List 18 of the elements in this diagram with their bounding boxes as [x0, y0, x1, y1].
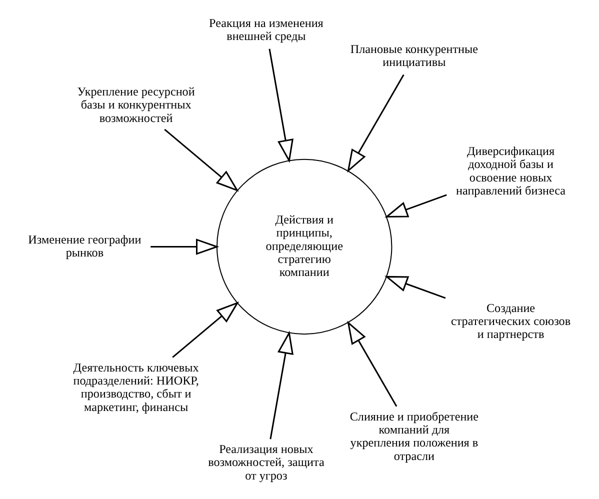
arrow — [164, 128, 239, 192]
node-text: Диверсификация доходной базы и освоение новых направлений бизнеса — [456, 144, 566, 198]
node-text: Изменение географии рынков — [28, 232, 142, 260]
node-text: Плановые конкурентные инициативы — [350, 42, 478, 70]
arrow — [172, 301, 240, 358]
arrow — [384, 194, 447, 218]
node-text: Создание стратегических союзов и партнерств — [450, 300, 571, 342]
arrow — [347, 320, 398, 407]
arrow — [268, 48, 294, 163]
node-text: Деятельность ключевых подразделений: НИОКР, производство, сбыт и маркетинг, финансы — [73, 360, 199, 414]
node-text: Реакция на изменения внешней среды — [209, 16, 324, 44]
arrow — [150, 238, 220, 255]
node-text: Укрепление ресурсной базы и конкурентных возможностей — [77, 84, 195, 125]
arrow — [270, 330, 294, 440]
arrow — [347, 74, 404, 173]
node-text: Слияние и приобретение компаний для укрепления положения в отрасли — [350, 409, 479, 463]
node-text: Реализация новых возможностей, защита от угроз — [208, 442, 324, 482]
arrow — [384, 276, 446, 299]
